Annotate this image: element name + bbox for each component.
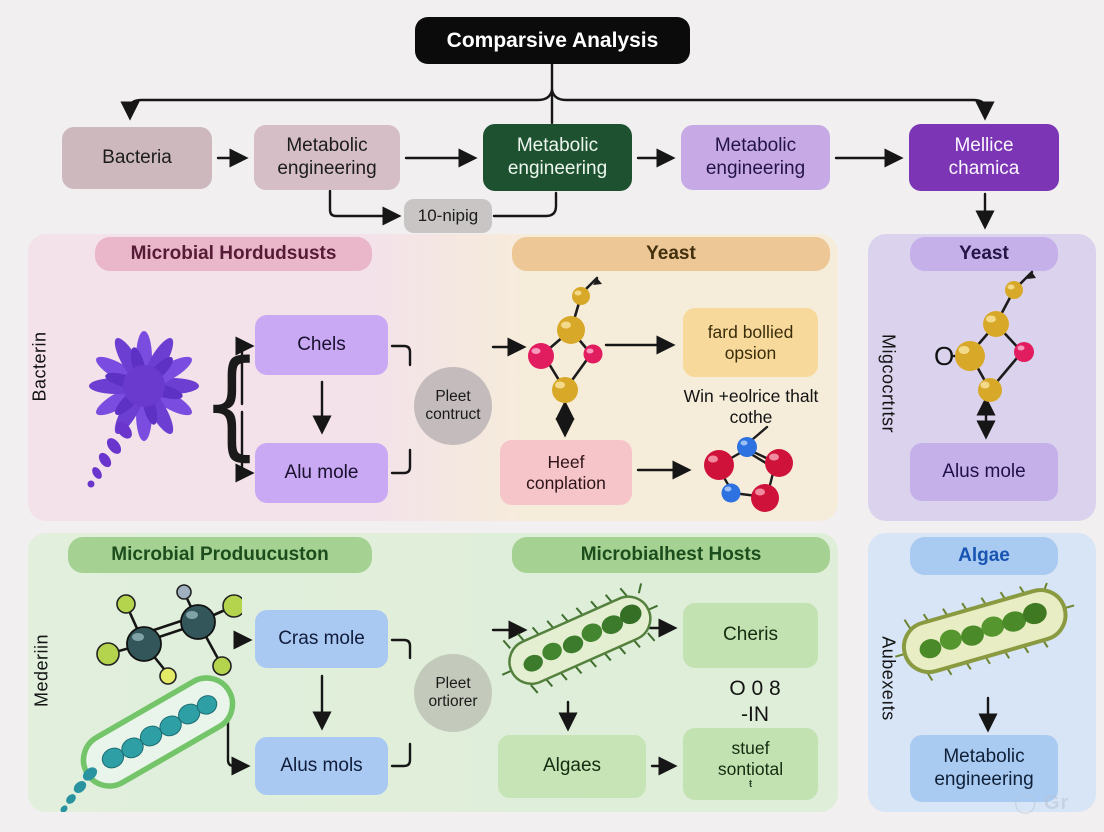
cyan-bacterium-illustration <box>60 675 236 812</box>
node-alu-mole-label: Alu mole <box>284 461 359 483</box>
node-pleet-contruct-label: Pleet contruct <box>425 388 481 423</box>
side-label-migcocrtitsr: Migcocrtıtsr <box>878 299 899 469</box>
node-stuef-glyph: ŧ <box>748 778 753 791</box>
note-code-line1: O 0 8 <box>729 677 781 700</box>
node-fard-label: fard bollied opsion <box>707 321 794 363</box>
node-cheris-label: Cheris <box>723 624 778 646</box>
page-title: Comparsive Analysis <box>415 17 690 64</box>
node-met3-label: Metabolic engineering <box>705 135 806 179</box>
side-label-bacterin-text: Bacterin <box>29 331 50 402</box>
green-bacterium-illustration <box>501 583 658 694</box>
node-algaes: Algaes <box>498 735 646 798</box>
node-chels: Chels <box>255 315 388 375</box>
node-pleet-contruct: Pleet contruct <box>414 367 492 445</box>
header-yeast-mid: Yeast <box>512 237 830 271</box>
node-stuef-sontiotal: stuef sontiotal ŧ <box>683 728 818 800</box>
node-mellice-chamica: Mellice chamica <box>909 124 1059 191</box>
node-heef-conplation: Heef conplation <box>500 440 632 505</box>
node-10-nipig-label: 10-nipig <box>417 205 479 225</box>
node-bacteria-label: Bacteria <box>102 146 172 168</box>
node-stuef-line1: stuef <box>731 737 770 758</box>
node-met1-label: Metabolic engineering <box>277 135 377 179</box>
page-title-label: Comparsive Analysis <box>446 28 659 52</box>
side-label-migcocrtitsr-text: Migcocrtıtsr <box>878 333 899 433</box>
header-microbialhest-hosts: Microbialhest Hosts <box>512 537 830 573</box>
node-cras-mole: Cras mole <box>255 610 388 668</box>
node-cheris: Cheris <box>683 603 818 668</box>
note-win-eolrice: Win +eolrice thalt cothe <box>672 386 830 428</box>
watermark-text: ◯ Gr <box>1014 792 1070 814</box>
note-code: O 0 8 -IN <box>700 676 810 729</box>
header-algae: Algae <box>910 537 1058 575</box>
header-algae-label: Algae <box>958 545 1010 566</box>
watermark: ◯ Gr <box>1014 790 1069 815</box>
header-microbial-hosts: Microbial Hordudsusts <box>95 237 372 271</box>
right-yeast-molecule-illustration: O <box>934 270 1036 402</box>
node-metabolic-engineering-2: Metabolic engineering <box>483 124 632 191</box>
node-met-eng-right-label: Metabolic engineering <box>934 746 1034 790</box>
node-fard-bollied-opsion: fard bollied opsion <box>683 308 818 377</box>
red-blue-molecule-illustration <box>704 425 793 512</box>
node-alus-mole-right: Alus mole <box>910 443 1058 501</box>
node-cras-mole-label: Cras mole <box>278 627 365 649</box>
algae-rod-illustration <box>895 582 1075 681</box>
note-code-line2: -IN <box>741 703 769 727</box>
node-met-eng-right: Metabolic engineering <box>910 735 1058 802</box>
teal-molecule-illustration <box>96 584 242 685</box>
header-microbialhest-hosts-label: Microbialhest Hosts <box>580 544 762 565</box>
node-algaes-label: Algaes <box>542 755 602 777</box>
header-microbial-production: Microbial Produucuston <box>68 537 372 573</box>
yeast-molecule-illustration <box>528 276 603 403</box>
node-metabolic-engineering-3: Metabolic engineering <box>681 125 830 190</box>
node-mellice-label: Mellice chamica <box>948 135 1020 179</box>
node-alu-mole: Alu mole <box>255 443 388 503</box>
brace-left: { <box>202 328 262 478</box>
node-met2-label: Metabolic engineering <box>507 135 608 179</box>
note-win-eolrice-text: Win +eolrice thalt cothe <box>683 386 819 427</box>
node-bacteria: Bacteria <box>62 127 212 189</box>
purple-bacteria-illustration <box>87 331 199 488</box>
header-yeast-right-label: Yeast <box>959 243 1009 264</box>
header-microbial-production-label: Microbial Produucuston <box>111 544 329 565</box>
node-chels-label: Chels <box>297 333 346 355</box>
node-stuef-line2: sontiotal <box>717 758 784 779</box>
node-alus-mole-right-label: Alus mole <box>942 460 1026 482</box>
header-yeast-right: Yeast <box>910 237 1058 271</box>
node-pleet-ortiorer-label: Pleet ortiorer <box>428 675 478 710</box>
header-yeast-mid-label: Yeast <box>646 243 696 264</box>
brace-glyph: { <box>201 334 262 472</box>
header-microbial-hosts-label: Microbial Hordudsusts <box>130 243 337 264</box>
node-10-nipig: 10-nipig <box>404 199 492 233</box>
oxygen-label: O <box>934 341 954 371</box>
node-alus-mols: Alus mols <box>255 737 388 795</box>
node-pleet-ortiorer: Pleet ortiorer <box>414 654 492 732</box>
node-heef-label: Heef conplation <box>526 451 606 493</box>
node-metabolic-engineering-1: Metabolic engineering <box>254 125 400 190</box>
side-label-bacterin: Bacterin <box>30 297 51 437</box>
node-alus-mols-label: Alus mols <box>280 754 363 776</box>
